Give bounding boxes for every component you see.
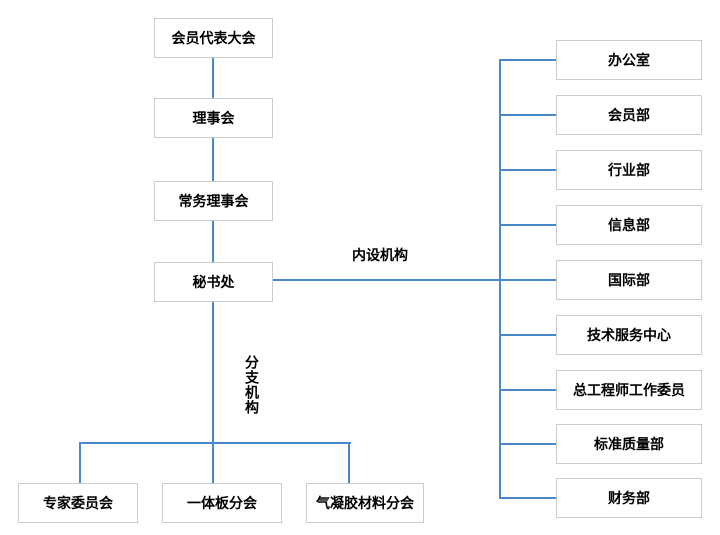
connector-dept-stub (499, 169, 556, 171)
label-internal-organs: 内设机构 (352, 247, 408, 263)
connector-dept-stub (499, 279, 556, 281)
node-dept-international: 国际部 (556, 260, 702, 300)
connector-dept-stub (499, 334, 556, 336)
label-branch-organs: 分支机构 (244, 355, 260, 415)
node-standing-council: 常务理事会 (154, 181, 273, 221)
node-dept-standards-quality: 标准质量部 (556, 424, 702, 464)
node-dept-chief-engineer-committee: 总工程师工作委员 (556, 370, 702, 410)
connector-branch-horizontal (79, 442, 351, 444)
node-dept-office: 办公室 (556, 40, 702, 80)
connector-dept-stub (499, 224, 556, 226)
node-dept-industry: 行业部 (556, 150, 702, 190)
node-branch-expert-committee: 专家委员会 (18, 483, 138, 523)
node-branch-integrated-panel: 一体板分会 (162, 483, 282, 523)
node-dept-information: 信息部 (556, 205, 702, 245)
connector-secretariat-spine (273, 279, 556, 281)
node-branch-aerogel-materials: 气凝胶材料分会 (306, 483, 424, 523)
node-dept-tech-service-center: 技术服务中心 (556, 315, 702, 355)
connector-dept-stub (499, 59, 556, 61)
node-secretariat: 秘书处 (154, 262, 273, 302)
connector-branch-stub-right (348, 442, 350, 484)
connector-chain-1-2 (212, 138, 214, 181)
connector-dept-stub (499, 114, 556, 116)
connector-dept-stub (499, 443, 556, 445)
node-council: 理事会 (154, 98, 273, 138)
connector-branch-stub-left (79, 442, 81, 483)
connector-chain-0-1 (212, 58, 214, 98)
node-dept-finance: 财务部 (556, 478, 702, 518)
connector-dept-stub (499, 389, 556, 391)
connector-dept-stub (499, 497, 556, 499)
node-member-assembly: 会员代表大会 (154, 18, 273, 58)
connector-secretariat-branches (212, 302, 214, 483)
node-dept-membership: 会员部 (556, 95, 702, 135)
connector-chain-2-3 (212, 221, 214, 262)
